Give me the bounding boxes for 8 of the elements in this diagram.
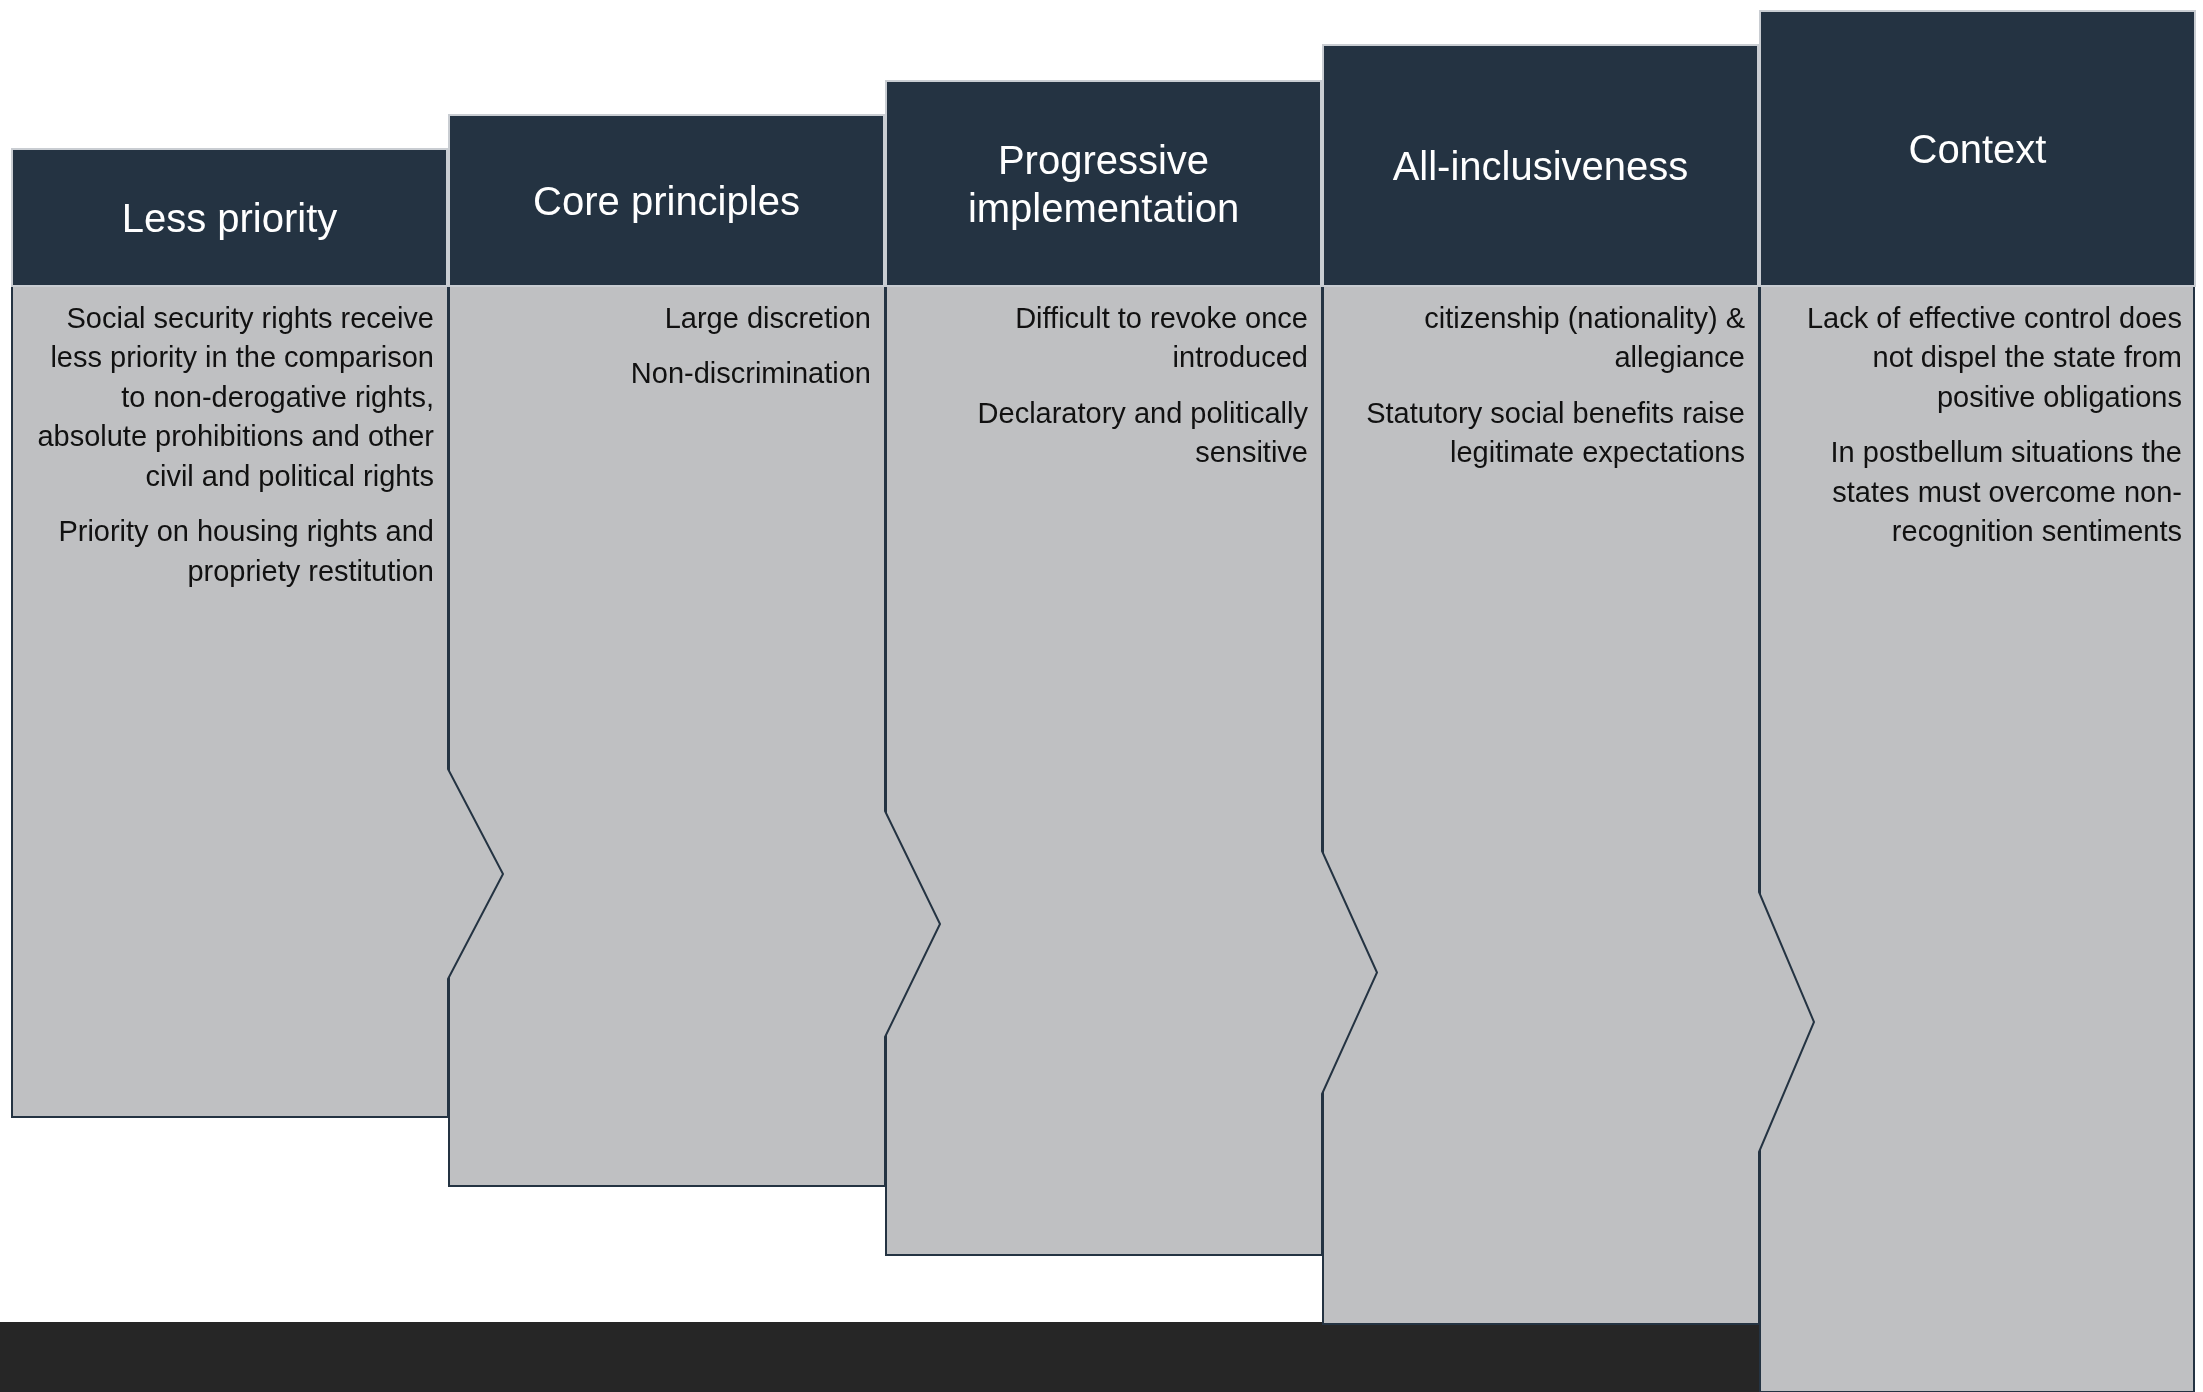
column-header: Core principles: [448, 114, 885, 287]
chevron-panel: [1759, 285, 2196, 1392]
column-header: Progressive implementation: [885, 80, 1322, 287]
column-header: Context: [1759, 10, 2196, 287]
panel-text: Lack of effective control does not dispel the state from positive obligations: [1805, 301, 2183, 415]
panel-text: In postbellum situations the states must overcome non-recognition sentiments: [1829, 435, 2183, 550]
column-header: Less priority: [11, 148, 448, 287]
column-header: All-inclusiveness: [1322, 44, 1759, 287]
